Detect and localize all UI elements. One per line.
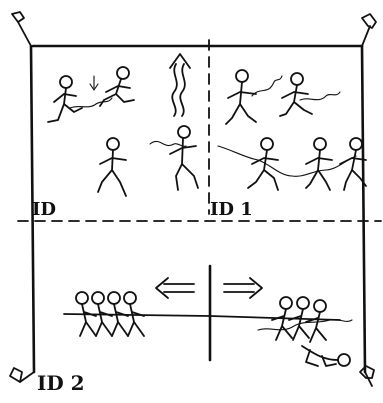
stick-figure bbox=[306, 138, 332, 190]
zone-label: ID 1 bbox=[210, 201, 253, 219]
flag-icon bbox=[10, 368, 34, 382]
stick-figure bbox=[98, 138, 126, 196]
down-arrow-icon bbox=[90, 76, 98, 90]
rope bbox=[258, 320, 352, 330]
rope bbox=[150, 141, 186, 146]
stick-figure bbox=[248, 138, 278, 190]
zone-dividers bbox=[18, 40, 381, 221]
up-arrow-icon bbox=[170, 54, 190, 116]
left-arrow-icon bbox=[156, 278, 194, 298]
rope bbox=[218, 146, 356, 176]
field-outline bbox=[31, 46, 365, 372]
zone-label: ID 2 bbox=[37, 373, 85, 393]
stick-figure bbox=[280, 73, 312, 116]
fallen-figure bbox=[302, 346, 350, 366]
stick-figure bbox=[170, 126, 198, 190]
stick-figure bbox=[226, 70, 256, 124]
zone-label: ID bbox=[32, 201, 56, 219]
flag-icon bbox=[12, 12, 31, 46]
field-right-line bbox=[362, 46, 365, 372]
rope bbox=[252, 76, 282, 96]
stick-figure bbox=[48, 76, 82, 122]
flag-icon bbox=[360, 366, 374, 386]
flag-icon bbox=[362, 14, 376, 46]
stick-figure bbox=[100, 67, 134, 106]
right-arrow-icon bbox=[224, 278, 262, 298]
